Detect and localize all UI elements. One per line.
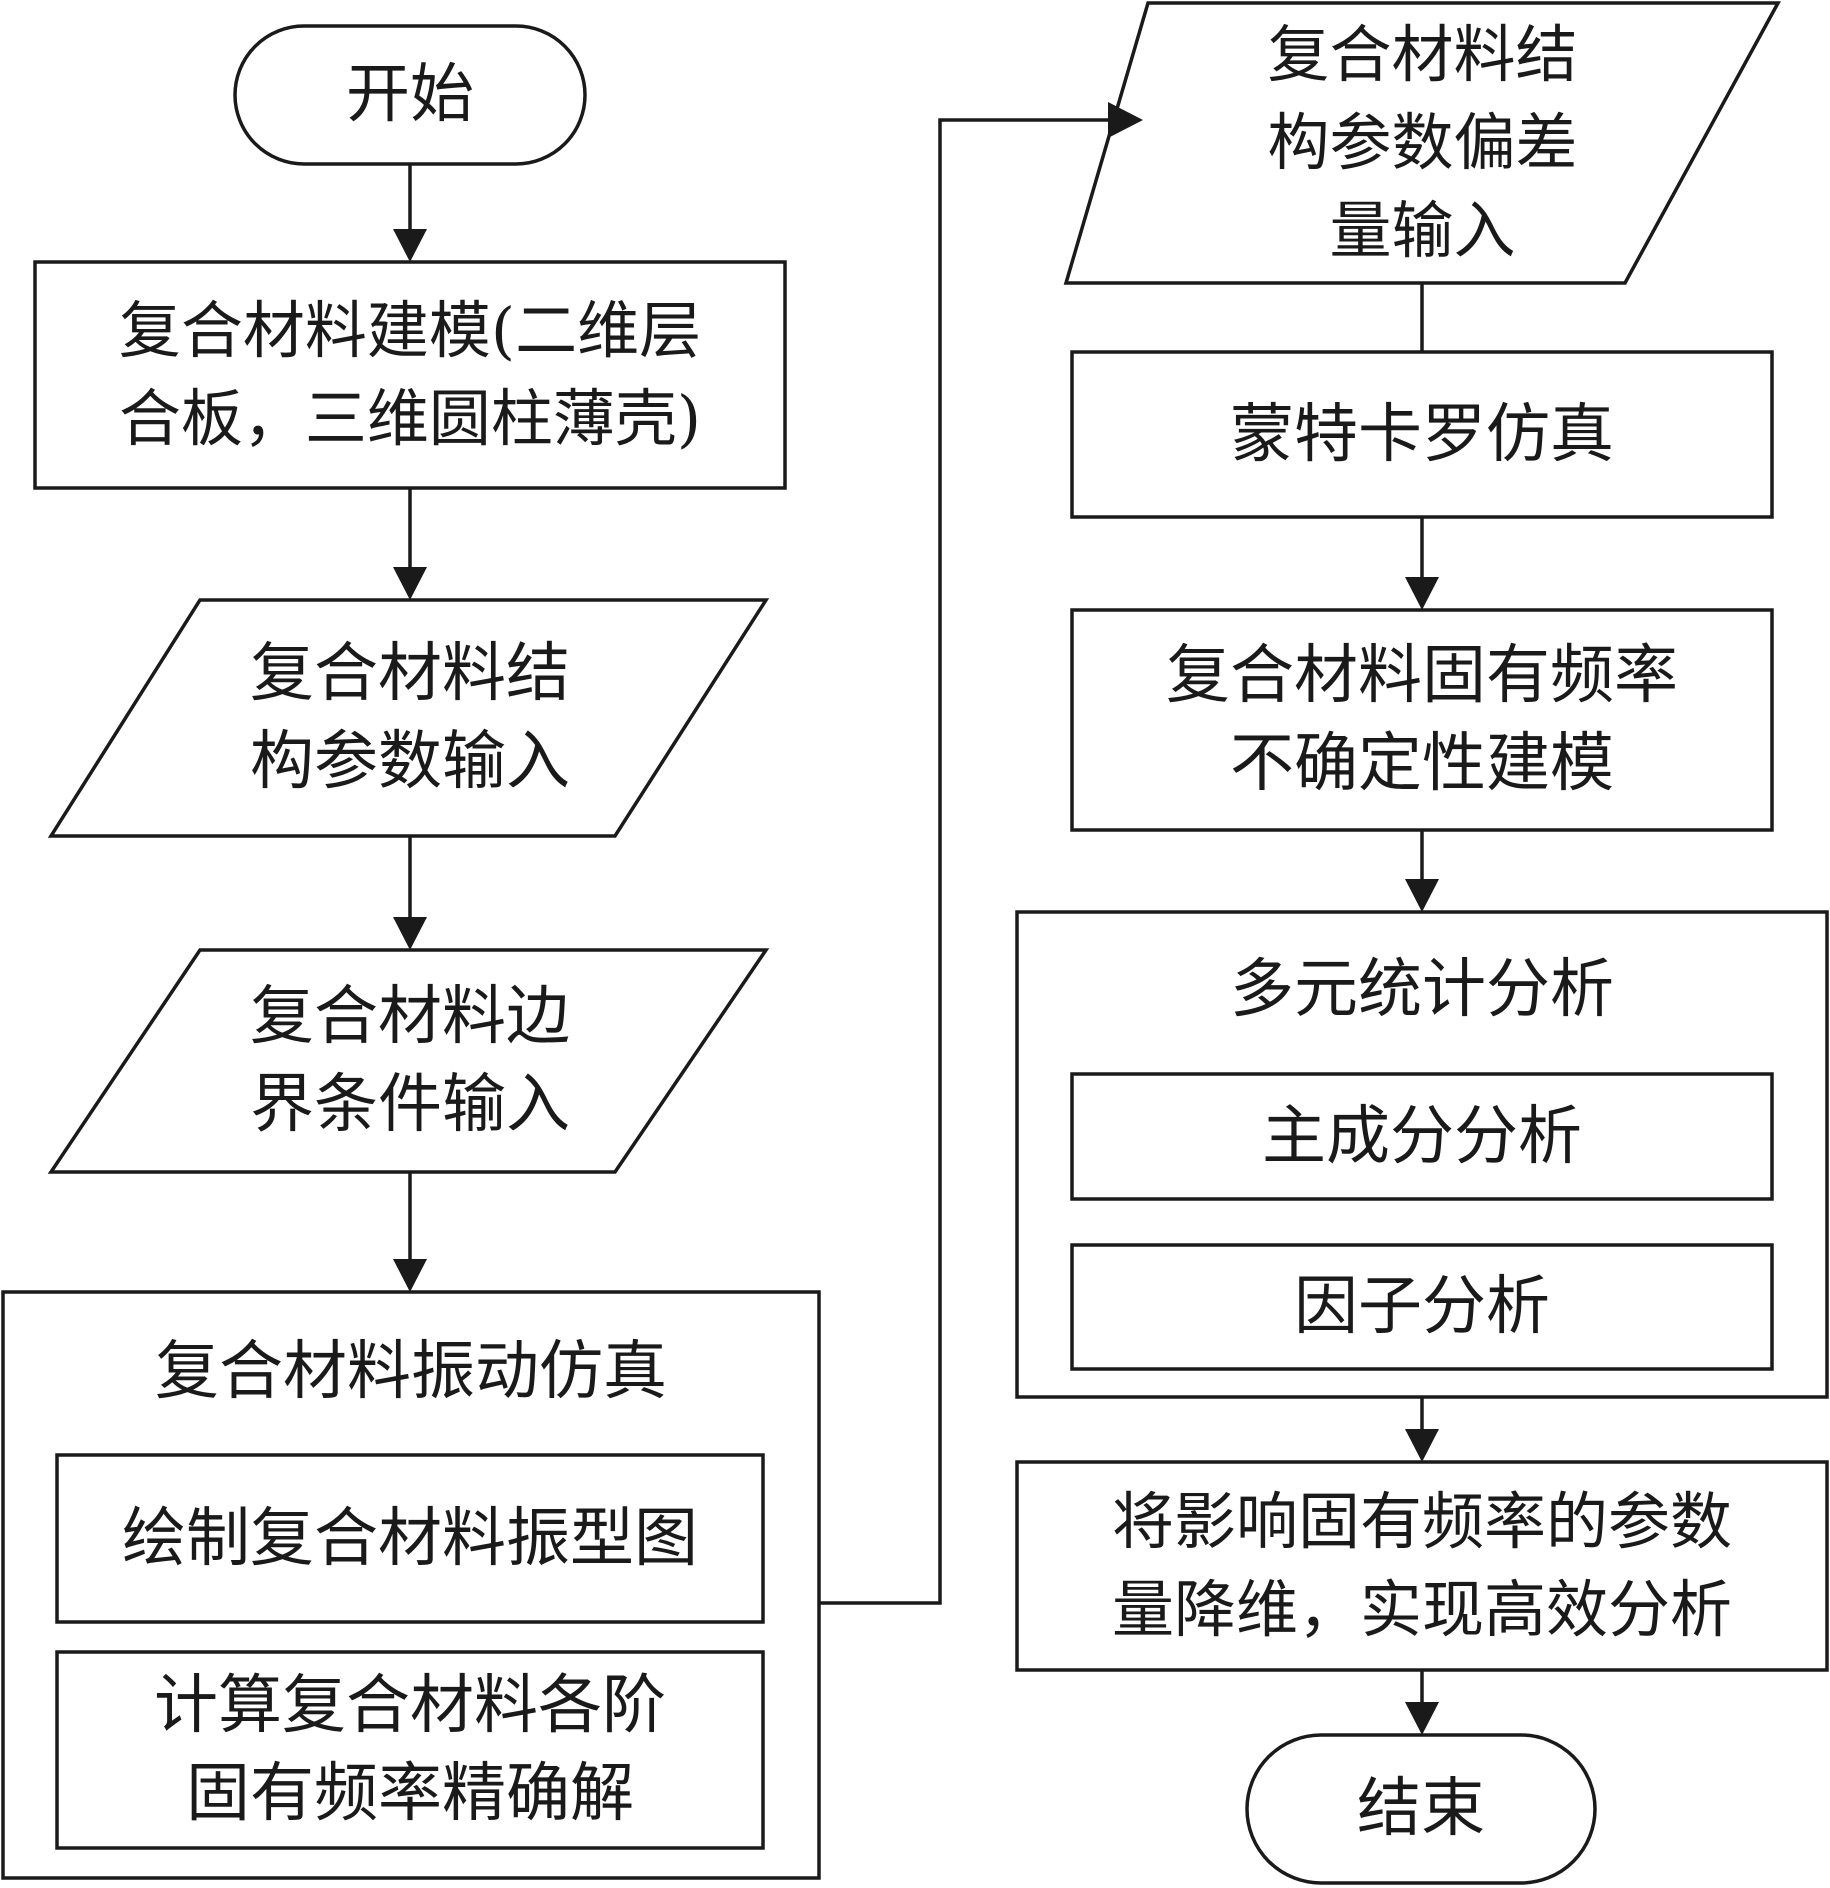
start-label: 开始 xyxy=(235,26,585,164)
end-label: 结束 xyxy=(1247,1735,1595,1883)
draw-mode-label: 绘制复合材料振型图 xyxy=(57,1455,763,1622)
multivariate-group-title: 多元统计分析 xyxy=(1017,940,1827,1040)
calc-freq-label-line-1: 计算复合材料各阶 xyxy=(154,1669,666,1743)
deviation-input-parallelogram xyxy=(1063,1,1781,285)
boundary-input-label-line-1: 复合材料边 xyxy=(250,980,570,1054)
calc-freq-box xyxy=(55,1650,765,1850)
arrowhead-reduce-to-end xyxy=(1405,1702,1439,1735)
boundary-input-label-line-2: 界条件输入 xyxy=(250,1068,570,1142)
pca-box xyxy=(1070,1072,1774,1201)
reduce-label: 将影响固有频率的参数 量降维，实现高效分析 xyxy=(1017,1462,1827,1670)
struct-input-label-line-1: 复合材料结 xyxy=(250,637,570,711)
reduce-label-line-2: 量降维，实现高效分析 xyxy=(1111,1573,1732,1646)
modeling-process-box xyxy=(33,260,787,490)
struct-input-parallelogram xyxy=(47,598,770,838)
connector-vibration-to-deviation xyxy=(819,118,1108,1605)
end-label-line: 结束 xyxy=(1357,1772,1485,1846)
uncertainty-label-line-2: 不确定性建模 xyxy=(1230,727,1614,801)
factor-label-line: 因子分析 xyxy=(1294,1270,1550,1344)
arrowhead-start-to-modeling xyxy=(393,229,427,262)
start-label-line: 开始 xyxy=(346,58,474,132)
arrowhead-vibration-to-deviation xyxy=(1108,102,1143,138)
modeling-label: 复合材料建模(二维层 合板，三维圆柱薄壳) xyxy=(35,262,785,488)
arrowhead-modeling-to-struct xyxy=(393,567,427,600)
factor-box xyxy=(1070,1243,1774,1371)
arrowhead-multivariate-to-reduce xyxy=(1405,1429,1439,1462)
uncertainty-label: 复合材料固有频率 不确定性建模 xyxy=(1072,610,1772,830)
deviation-input-label: 复合材料结 构参数偏差 量输入 xyxy=(1150,3,1695,283)
draw-mode-box xyxy=(55,1453,765,1624)
deviation-input-label-line-3: 量输入 xyxy=(1329,194,1516,267)
deviation-input-label-line-2: 构参数偏差 xyxy=(1267,106,1578,179)
arrowhead-struct-to-boundary xyxy=(393,917,427,950)
end-terminal xyxy=(1245,1733,1597,1885)
multivariate-group-title-line: 多元统计分析 xyxy=(1230,953,1614,1027)
deviation-input-label-line-1: 复合材料结 xyxy=(1267,18,1578,91)
factor-label: 因子分析 xyxy=(1072,1245,1772,1369)
monte-carlo-box xyxy=(1070,350,1774,519)
reduce-label-line-1: 将影响固有频率的参数 xyxy=(1111,1485,1732,1558)
reduce-box xyxy=(1015,1460,1829,1672)
struct-input-label: 复合材料结 构参数输入 xyxy=(140,600,680,836)
modeling-label-line-2: 合板，三维圆柱薄壳) xyxy=(118,382,702,455)
calc-freq-label-line-2: 固有频率精确解 xyxy=(186,1757,634,1831)
pca-label-line: 主成分分析 xyxy=(1262,1099,1582,1174)
arrowhead-montecarlo-to-uncertainty xyxy=(1405,577,1439,610)
vibration-group-title-line: 复合材料振动仿真 xyxy=(155,1335,667,1409)
draw-mode-label-line: 绘制复合材料振型图 xyxy=(122,1501,698,1576)
uncertainty-label-line-1: 复合材料固有频率 xyxy=(1166,639,1678,713)
monte-carlo-label-line: 蒙特卡罗仿真 xyxy=(1230,397,1614,472)
struct-input-label-line-2: 构参数输入 xyxy=(250,725,570,799)
modeling-label-line-1: 复合材料建模(二维层 xyxy=(118,294,702,367)
boundary-input-parallelogram xyxy=(47,948,770,1174)
arrowhead-boundary-to-vibration xyxy=(393,1259,427,1292)
calc-freq-label: 计算复合材料各阶 固有频率精确解 xyxy=(57,1652,763,1848)
arrowhead-uncertainty-to-multivariate xyxy=(1405,879,1439,912)
vibration-group-title: 复合材料振动仿真 xyxy=(3,1322,819,1422)
pca-label: 主成分分析 xyxy=(1072,1074,1772,1199)
boundary-input-label: 复合材料边 界条件输入 xyxy=(140,950,680,1172)
monte-carlo-label: 蒙特卡罗仿真 xyxy=(1072,352,1772,517)
